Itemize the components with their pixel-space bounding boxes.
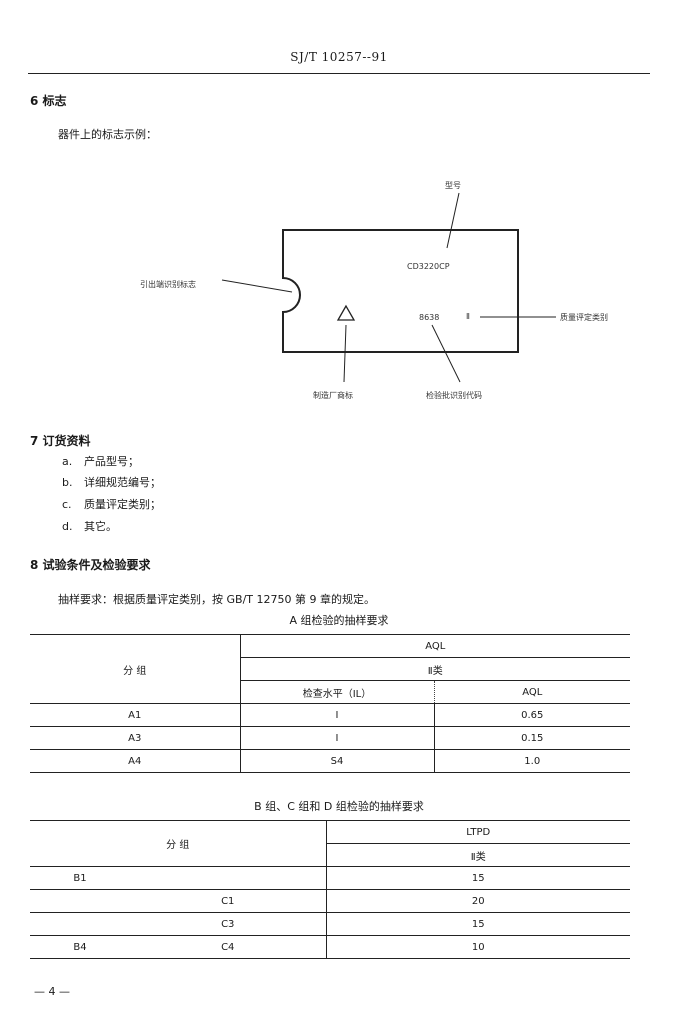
table-a: 分 组 AQL Ⅱ类 检查水平（IL） AQL A1 I 0.65 A3 I 0… [30,634,630,773]
section-8-title: 8 试验条件及检验要求 [30,558,151,572]
table-b-c-cell: C4 [130,935,327,959]
table-a-level-cell: I [240,726,435,750]
table-b-ltpd-cell: 20 [471,895,485,907]
section-7-title: 7 订货资料 [30,434,91,448]
table-row: B1 15 [30,866,630,890]
table-a-class-header: Ⅱ类 [240,657,630,681]
maker-label: 制造厂商标 [313,391,353,400]
table-b-ltpd-cell: 10 [471,941,485,953]
table-a-level-header: 检查水平（IL） [240,680,435,704]
table-row: B4 C4 10 [30,935,630,959]
order-item-d: d.其它。 [62,520,117,533]
section-6-intro: 器件上的标志示例： [58,128,157,141]
table-b-c-cell: C3 [130,912,327,936]
table-row: A4 S4 1.0 [30,749,630,773]
table-b-b-cell: B1 [73,872,87,884]
type-label: 型号 [445,181,461,190]
table-a-level-cell: S4 [240,749,435,773]
table-b-ltpd-header: LTPD [326,820,630,844]
table-b-ltpd-cell: 15 [471,918,485,930]
part-number: CD3220CP [407,262,450,271]
pin1-label: 引出端识别标志 [140,280,196,289]
table-b-b-cell [30,913,130,936]
table-a-aql-cell: 0.15 [521,732,544,744]
table-b-c-cell: C1 [130,889,327,913]
table-a-group-cell: A3 [30,726,241,750]
table-a-aql-header: AQL [240,634,630,658]
batch-leader [431,324,461,383]
table-a-caption: A 组检验的抽样要求 [289,614,389,627]
table-a-level-cell: I [240,703,435,727]
order-item-a: a.产品型号； [62,455,139,468]
table-row: C1 20 [30,889,630,913]
table-a-group-cell: A1 [30,703,241,727]
sampling-requirement: 抽样要求：根据质量评定类别，按 GB/T 12750 第 9 章的规定。 [58,593,375,606]
table-b-ltpd-cell: 15 [471,872,485,884]
table-b-caption: B 组、C 组和 D 组检验的抽样要求 [254,800,424,813]
table-row: A3 I 0.15 [30,726,630,750]
table-b-b-cell: B4 [73,941,87,953]
table-b-b-cell [30,890,130,913]
header-rule [28,73,650,74]
pin1-leader [221,279,293,293]
order-item-b: b.详细规范编号； [62,476,161,489]
table-row: A1 I 0.65 [30,703,630,727]
table-a-aql-subheader: AQL [522,686,543,698]
order-item-c: c.质量评定类别； [62,498,161,511]
chip-outline [282,229,519,353]
maker-logo-triangle [336,304,356,321]
table-b-c-cell [130,866,327,890]
quality-roman: Ⅱ [466,312,470,321]
batch-number: 8638 [419,313,440,322]
table-a-aql-cell: 0.65 [521,709,544,721]
marking-diagram [221,192,556,383]
page-number: — 4 — [34,985,70,998]
document-code: SJ/T 10257--91 [290,50,388,64]
type-leader [446,192,460,249]
table-b-class-header: Ⅱ类 [470,851,486,863]
table-a-group-cell: A4 [30,749,241,773]
table-b: 分 组 LTPD Ⅱ类 B1 15 C1 20 C3 15 B4 C4 10 [30,820,630,959]
batch-code-label: 检验批识别代码 [426,391,482,400]
table-b-group-header: 分 组 [30,820,327,867]
maker-leader [343,324,347,383]
quality-class-label: 质量评定类别 [560,313,608,322]
table-row: C3 15 [30,912,630,936]
section-6-title: 6 标志 [30,94,67,108]
table-a-group-header: 分 组 [30,634,241,704]
table-a-aql-cell: 1.0 [524,755,541,767]
